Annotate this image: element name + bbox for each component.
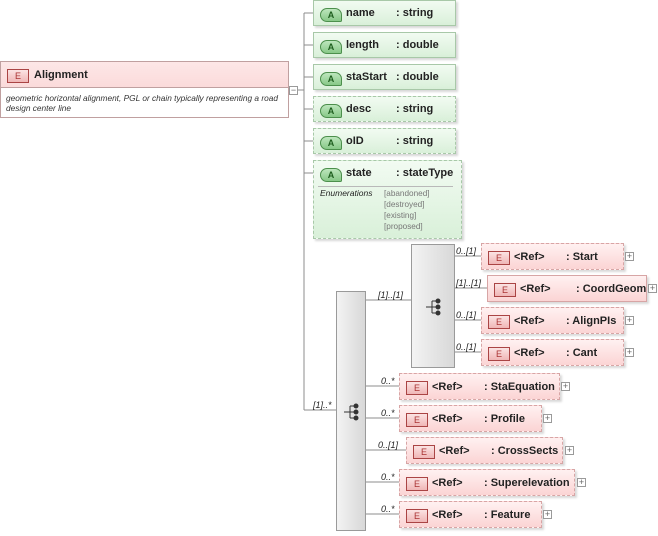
- element-name: : Superelevation: [484, 477, 570, 489]
- element-name: : Start: [566, 251, 598, 263]
- cant-expand-toggle[interactable]: +: [625, 347, 634, 357]
- crosssects-cardinality: 0..[1]: [378, 440, 399, 450]
- profile-cardinality: 0..*: [381, 408, 395, 418]
- element-coordgeom[interactable]: E <Ref> : CoordGeom: [487, 275, 647, 302]
- enumeration-divider: [318, 186, 453, 187]
- attribute-type: : double: [396, 71, 439, 83]
- attribute-name[interactable]: A name : string: [313, 0, 456, 26]
- attribute-label: length: [346, 39, 379, 51]
- alignment-doc-panel: geometric horizontal alignment, PGL or c…: [1, 87, 288, 117]
- ref-label: <Ref>: [432, 413, 463, 425]
- attribute-label: name: [346, 7, 375, 19]
- attribute-badge-icon: A: [320, 136, 342, 150]
- sequence-icon: [426, 298, 441, 316]
- element-badge-icon: E: [488, 347, 510, 361]
- attribute-length[interactable]: A length : double: [313, 32, 456, 58]
- attribute-label: desc: [346, 103, 372, 115]
- attribute-badge-icon: A: [320, 168, 342, 182]
- profile-expand-toggle[interactable]: +: [543, 413, 552, 423]
- attribute-stastart[interactable]: A staStart : double: [313, 64, 456, 90]
- feature-expand-toggle[interactable]: +: [543, 509, 552, 519]
- element-alignpis[interactable]: E <Ref> : AlignPIs: [481, 307, 624, 334]
- alignpis-cardinality: 0..[1]: [456, 310, 477, 320]
- element-badge-icon: E: [406, 413, 428, 427]
- superelevation-expand-toggle[interactable]: +: [577, 477, 586, 487]
- element-badge-icon: E: [494, 283, 516, 297]
- attribute-oid[interactable]: A oID : string: [313, 128, 456, 154]
- enum-value: [destroyed]: [384, 200, 425, 209]
- coordgeom-cardinality: [1]..[1]: [456, 278, 482, 288]
- element-name: : Profile: [484, 413, 525, 425]
- element-name: : Feature: [484, 509, 531, 521]
- enumerations-label: Enumerations: [320, 188, 373, 198]
- attribute-badge-icon: A: [320, 8, 342, 22]
- ref-label: <Ref>: [514, 251, 545, 263]
- inner-sequence-cardinality: [1]..[1]: [378, 290, 404, 300]
- element-name: : StaEquation: [484, 381, 555, 393]
- enum-value: [existing]: [384, 211, 417, 220]
- outer-sequence-cardinality: [1]..*: [313, 400, 332, 410]
- attribute-type: : string: [396, 7, 434, 19]
- attribute-type: : stateType: [396, 167, 454, 179]
- element-name: : AlignPIs: [566, 315, 617, 327]
- element-name: : Cant: [566, 347, 598, 359]
- attribute-label: staStart: [346, 71, 387, 83]
- sequence-icon: [344, 403, 359, 421]
- alignment-collapse-toggle[interactable]: −: [289, 85, 298, 95]
- ref-label: <Ref>: [520, 283, 551, 295]
- element-name: : CrossSects: [491, 445, 559, 457]
- alignpis-expand-toggle[interactable]: +: [625, 315, 634, 325]
- start-expand-toggle[interactable]: +: [625, 251, 634, 261]
- element-start[interactable]: E <Ref> : Start: [481, 243, 624, 270]
- element-feature[interactable]: E <Ref> : Feature: [399, 501, 542, 528]
- attribute-state[interactable]: A state : stateType Enumerations [abando…: [313, 160, 462, 239]
- staequation-expand-toggle[interactable]: +: [561, 381, 570, 391]
- ref-label: <Ref>: [432, 477, 463, 489]
- inner-sequence-compositor[interactable]: [411, 244, 455, 368]
- start-cardinality: 0..[1]: [456, 246, 477, 256]
- element-badge-icon: E: [406, 381, 428, 395]
- attribute-badge-icon: A: [320, 72, 342, 86]
- element-badge-icon: E: [406, 477, 428, 491]
- staequation-cardinality: 0..*: [381, 376, 395, 386]
- element-profile[interactable]: E <Ref> : Profile: [399, 405, 542, 432]
- enum-value: [proposed]: [384, 222, 423, 231]
- attribute-type: : string: [396, 103, 434, 115]
- element-name: : CoordGeom: [576, 283, 647, 295]
- attribute-label: oID: [346, 135, 364, 147]
- attribute-type: : double: [396, 39, 439, 51]
- coordgeom-expand-toggle[interactable]: +: [648, 283, 657, 293]
- cant-cardinality: 0..[1]: [456, 342, 477, 352]
- attribute-label: state: [346, 167, 372, 179]
- attribute-badge-icon: A: [320, 104, 342, 118]
- element-badge-icon: E: [488, 251, 510, 265]
- element-staequation[interactable]: E <Ref> : StaEquation: [399, 373, 560, 400]
- alignment-name: Alignment: [34, 69, 88, 81]
- element-cant[interactable]: E <Ref> : Cant: [481, 339, 624, 366]
- superelevation-cardinality: 0..*: [381, 472, 395, 482]
- attribute-type: : string: [396, 135, 434, 147]
- attribute-badge-icon: A: [320, 40, 342, 54]
- ref-label: <Ref>: [514, 347, 545, 359]
- element-badge-icon: E: [406, 509, 428, 523]
- ref-label: <Ref>: [439, 445, 470, 457]
- element-crosssects[interactable]: E <Ref> : CrossSects: [406, 437, 563, 464]
- element-badge-icon: E: [7, 69, 29, 83]
- feature-cardinality: 0..*: [381, 504, 395, 514]
- ref-label: <Ref>: [432, 381, 463, 393]
- outer-sequence-compositor[interactable]: [336, 291, 366, 531]
- alignment-element[interactable]: E Alignment geometric horizontal alignme…: [0, 61, 289, 118]
- crosssects-expand-toggle[interactable]: +: [565, 445, 574, 455]
- ref-label: <Ref>: [432, 509, 463, 521]
- element-badge-icon: E: [488, 315, 510, 329]
- alignment-documentation: geometric horizontal alignment, PGL or c…: [6, 93, 278, 113]
- ref-label: <Ref>: [514, 315, 545, 327]
- element-badge-icon: E: [413, 445, 435, 459]
- enum-value: [abandoned]: [384, 189, 430, 198]
- attribute-desc[interactable]: A desc : string: [313, 96, 456, 122]
- element-superelevation[interactable]: E <Ref> : Superelevation: [399, 469, 575, 496]
